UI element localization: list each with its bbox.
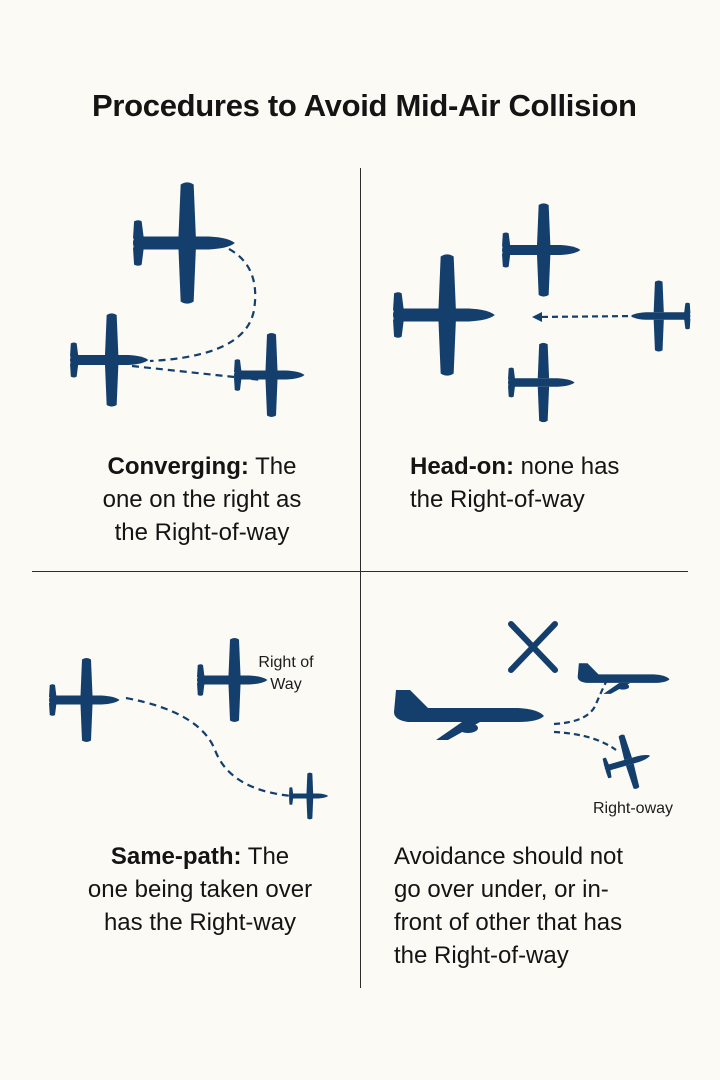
converging-scene xyxy=(70,182,305,417)
airplane-icon xyxy=(70,313,149,407)
airplane-icon xyxy=(289,772,329,820)
airplane-icon xyxy=(597,728,658,796)
right-of-way-label-2: Right-oway xyxy=(592,800,674,817)
avoidance-path-line xyxy=(553,730,617,751)
airliner-icon xyxy=(394,690,544,740)
vertical-divider xyxy=(360,168,361,988)
page-title: Procedures to Avoid Mid-Air Collision xyxy=(92,88,637,123)
head-on-path-line xyxy=(535,314,639,319)
airplane-icon xyxy=(393,254,495,376)
airliner-icon xyxy=(577,663,670,694)
airplane-icon xyxy=(502,203,581,297)
converging-path-line xyxy=(131,364,263,382)
converging-caption: Converging: The one on the right as the … xyxy=(102,453,302,546)
same-path-line xyxy=(125,696,293,798)
airplane-icon xyxy=(49,658,120,742)
avoidance-path-line xyxy=(553,681,607,726)
converging-path-line xyxy=(149,242,257,363)
head-on-caption: Head-on: none has the Right-of-way xyxy=(410,453,620,513)
airplane-icon xyxy=(234,333,305,417)
avoidance-scene xyxy=(394,621,670,796)
airplane-icon xyxy=(133,182,235,304)
head-on-scene xyxy=(393,203,691,423)
avoidance-caption: Avoidance should not go over under, or i… xyxy=(394,843,624,969)
right-of-way-label: Right of Way xyxy=(258,654,314,693)
cross-mark-icon xyxy=(508,621,558,673)
airplane-icon xyxy=(508,342,575,423)
same-path-scene xyxy=(49,638,329,820)
horizontal-divider xyxy=(32,571,688,572)
airplane-icon xyxy=(630,280,691,352)
same-path-caption: Same-path: The one being taken over has … xyxy=(87,843,313,936)
